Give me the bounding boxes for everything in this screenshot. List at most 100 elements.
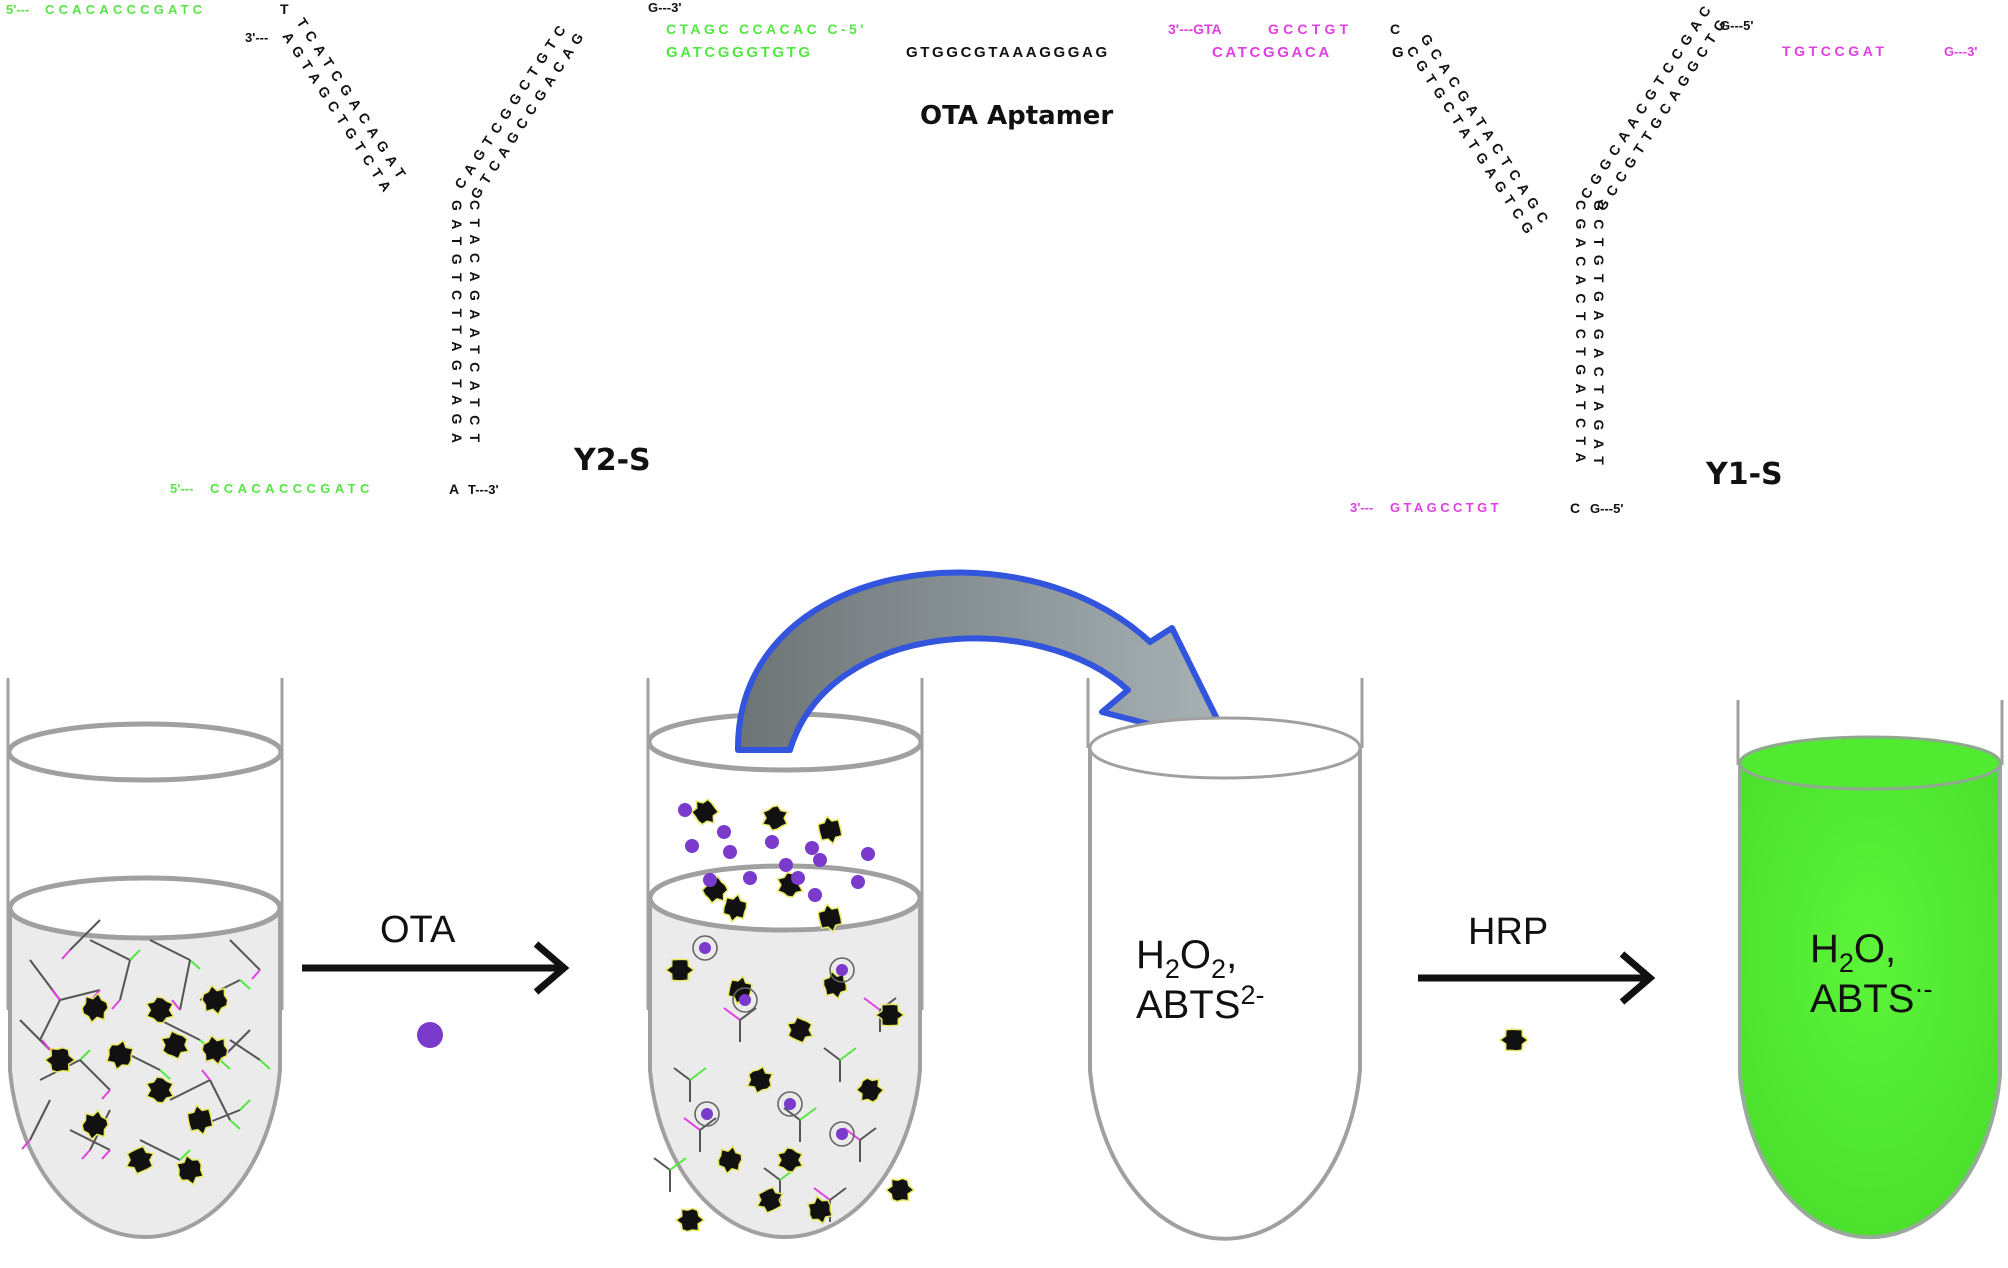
network-end (81, 1149, 91, 1160)
bound-ota (836, 964, 848, 976)
aptamer-ota-complex (829, 957, 855, 983)
hrp-particles-tube1 (43, 984, 229, 1186)
y-structure-arm (653, 1157, 671, 1171)
network-end (179, 1149, 191, 1161)
y-structure-arm (829, 1187, 847, 1201)
y2-left-green-seq: CCACACCCGATC (45, 2, 206, 17)
hrp-particle (761, 804, 789, 832)
tube-released (646, 678, 924, 1239)
aptamer-bottom-magenta: CATCGGACA (1212, 44, 1332, 61)
tube1-surface (7, 875, 283, 941)
ota-molecule (703, 873, 717, 887)
y1-tip-g5: G---5' (1720, 18, 1753, 33)
hrp-particle (125, 1145, 155, 1175)
ota-molecule (685, 839, 699, 853)
network-end (101, 1089, 111, 1100)
y-structure-arm (763, 1167, 781, 1181)
hrp-particle (884, 1177, 916, 1203)
y1-stem-right: GCTGTGAGACTAGAT (1591, 200, 1607, 473)
h2o-label: H2O, (1810, 927, 1896, 978)
hrp-reaction-arrow: HRP (1418, 911, 1656, 1052)
y2-s-label: Y2-S (573, 443, 651, 478)
ota-aptamer: CTAGC CCACAC C-5' 3'---GTA GCCTGT C GATC… (666, 21, 1404, 131)
ota-molecule (717, 825, 731, 839)
hrp-particle (776, 1146, 804, 1173)
network-end (79, 1049, 91, 1061)
y-structure-arm (813, 1187, 831, 1201)
tube2-body (648, 898, 922, 1239)
network-end (159, 1069, 171, 1080)
network-end (61, 949, 71, 960)
hrp-particle (664, 958, 696, 982)
bound-ota (699, 942, 711, 954)
network-end (259, 1059, 271, 1070)
aptamer-top-tail: C (1390, 21, 1400, 37)
tube1-body (8, 906, 282, 1239)
y-structure-arm (669, 1157, 687, 1171)
tube-substrate: H2O2, ABTS2- (1086, 678, 1364, 1241)
network-end (129, 949, 141, 961)
y1-arm-right-inner: GCCGTTGCAGGCTG (1593, 11, 1732, 214)
network-end (51, 989, 61, 1001)
y-structure-arm (859, 1127, 877, 1141)
ota-reaction-arrow: OTA (302, 909, 570, 1048)
bound-ota (701, 1108, 713, 1120)
y2-left-3prime: 3'--- (245, 30, 268, 45)
y2-arm-left-inner: TCATCGACAGAT (293, 15, 412, 187)
dna-structures: 5'--- CCACACCCGATC T 3'--- AGTAGCTGTCTA … (6, 0, 1977, 516)
tube3-rim (1088, 716, 1362, 780)
y2-left-5prime: 5'--- (6, 2, 29, 17)
hrp-particle (186, 1104, 214, 1136)
network-strand (159, 1019, 201, 1041)
aptamer-top-green: CTAGC CCACAC C-5' (666, 21, 867, 37)
network-strand (79, 1059, 111, 1091)
bound-ota (739, 994, 751, 1006)
network-strand (229, 939, 261, 971)
hrp-particle (160, 1030, 190, 1060)
y2-bottom-t3: T---3' (468, 482, 499, 497)
tube4-body (1738, 763, 2002, 1240)
transfer-arrow (734, 569, 1233, 753)
hrp-particle (145, 1076, 175, 1104)
y-structure-arm (689, 1067, 707, 1081)
y1-right-g3: G---3' (1944, 44, 1977, 59)
tube4-rim (1738, 735, 2002, 791)
hrp-particle (145, 996, 175, 1024)
hrp-particle-icon (1498, 1028, 1530, 1052)
aptamer-ota-complex (694, 1101, 720, 1127)
network-strand (69, 1129, 111, 1151)
ota-molecule (791, 871, 805, 885)
y-structure-arm (739, 1007, 757, 1021)
y1-bottom-3prime: 3'--- (1350, 500, 1373, 515)
y2-left-t: T (280, 1, 289, 17)
hrp-arrow-head (1619, 951, 1656, 1005)
ota-molecule (678, 803, 692, 817)
network-end (251, 969, 261, 980)
ota-molecule (813, 853, 827, 867)
y2-s-structure: 5'--- CCACACCCGATC T 3'--- AGTAGCTGTCTA … (6, 0, 681, 497)
crosslinked-network (19, 919, 271, 1161)
hrp-label: HRP (1468, 911, 1548, 953)
y1-s-label: Y1-S (1705, 457, 1783, 492)
y1-arm-left-inner: GCACGATACTCAGC (1417, 31, 1555, 231)
aptamer-top-magenta-prefix: 3'---GTA (1168, 21, 1222, 37)
ota-molecule (805, 841, 819, 855)
hrp-particle (817, 815, 843, 845)
ota-molecule (723, 845, 737, 859)
ota-molecule (851, 875, 865, 889)
network-end (101, 1149, 111, 1160)
y2-stem-right: CTACAGAATCATCT (467, 200, 483, 451)
aptamer-ota-complex (692, 935, 718, 961)
aptamer-bottom-black: GTGGCGTAAAGGGAG (906, 44, 1110, 61)
ota-molecule (808, 888, 822, 902)
aptamer-bottom-tail: G (1392, 44, 1404, 61)
network-strand (89, 939, 131, 961)
hrp-particle (786, 1016, 814, 1044)
y1-bottom-magenta: GTAGCCTGT (1390, 500, 1502, 515)
hrp-particles-tube2 (664, 798, 916, 1233)
aptamer-bottom-green: GATCGGGTGTG (666, 44, 813, 61)
network-strand (39, 999, 61, 1041)
y1-right-magenta: TGTCCGAT (1782, 43, 1888, 59)
y-structure-arm (823, 1047, 841, 1061)
